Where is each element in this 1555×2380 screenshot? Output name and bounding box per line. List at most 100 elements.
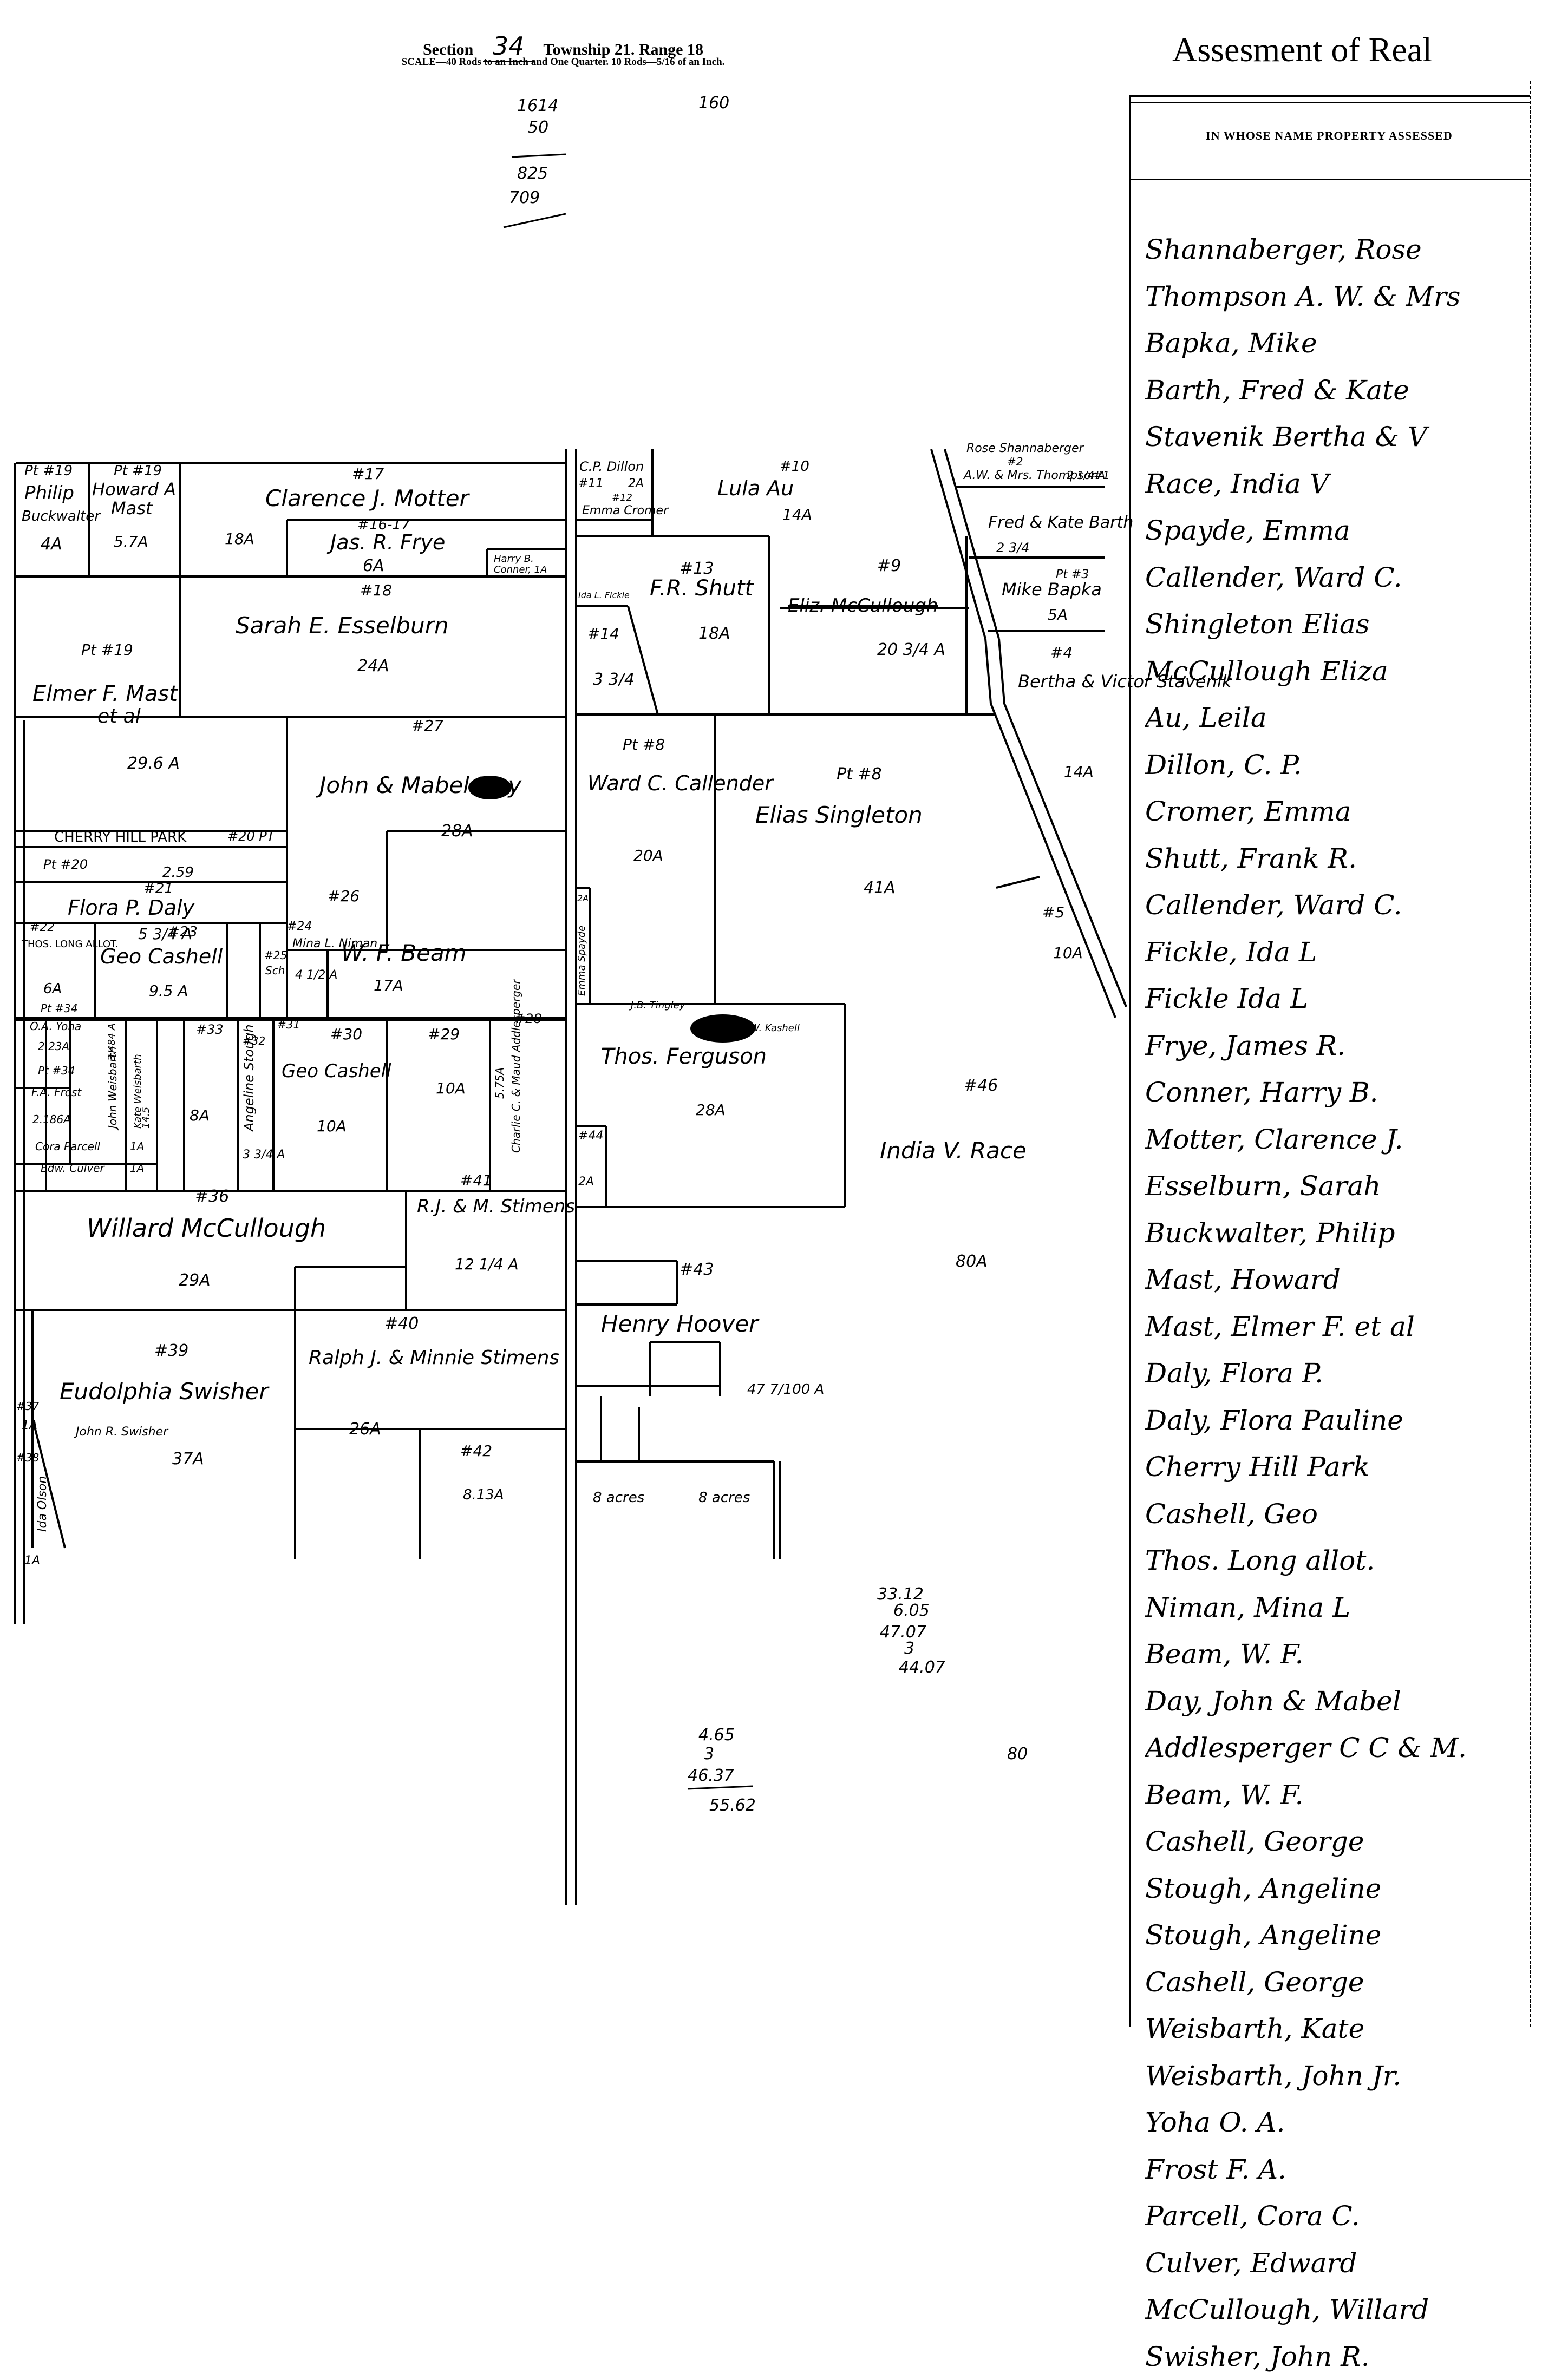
parcel-owner: Geo Cashell <box>282 1060 391 1082</box>
parcel-mike-bapka: Pt #3 Mike Bapka 5A <box>1002 568 1102 624</box>
parcel-howard-mast: Pt #19 Howard A Mast 5.7A <box>92 463 176 550</box>
parcel-fa-frost: Pt #34 F.A. Frost 2.186A <box>31 1064 82 1126</box>
note-5562: 55.62 <box>709 1796 756 1815</box>
parcel-emma-cromer: #12 Emma Cromer <box>582 492 669 517</box>
parcel-area: 29.6 A <box>127 754 180 773</box>
parcel-number: Pt #34 <box>41 1002 77 1015</box>
parcel-area: 17A <box>374 976 403 994</box>
parcel-number: #38 <box>16 1451 39 1464</box>
owner-name: Daly, Flora Pauline <box>1145 1397 1535 1444</box>
parcel-area: 2.186A <box>32 1113 71 1126</box>
parcel-owner: Ralph J. & Minnie Stimens <box>309 1347 559 1369</box>
owner-name: Race, India V <box>1145 461 1535 508</box>
parcel-number: #21 <box>143 881 173 897</box>
parcel-cherry-hill-park: CHERRY HILL PARK #20 PT <box>54 829 276 845</box>
ledger-column-header: IN WHOSE NAME PROPERTY ASSESSED <box>1129 129 1530 143</box>
owner-name: Addlesperger C C & M. <box>1145 1725 1535 1772</box>
owner-name: Mast, Howard <box>1145 1256 1535 1303</box>
ledger-rule <box>1129 95 1530 97</box>
owner-name: Swisher, John R. <box>1145 2333 1535 2380</box>
owner-name: Cashell, George <box>1145 1818 1535 1865</box>
parcel-thompson: #2 A.W. & Mrs. Thompson 2 1/4 A <box>963 455 1105 482</box>
ledger-title: Assesment of Real <box>1172 30 1432 70</box>
parcel-area: 20A <box>633 847 663 864</box>
note-3: 3 <box>704 1745 714 1763</box>
parcel-number: #9 <box>877 556 901 575</box>
parcel-owner: Ida Olson <box>36 1476 49 1532</box>
parcel-kate-weisbarth: Kate Weisbarth 14.5 <box>132 1054 152 1129</box>
parcel-area: 2A <box>578 1175 594 1189</box>
owner-name: Stavenik Bertha & V <box>1145 414 1535 461</box>
owner-name: McCullough, Willard <box>1145 2286 1535 2333</box>
owner-name: Culver, Edward <box>1145 2240 1535 2287</box>
parcel-owner: W. Kashell <box>750 1022 800 1034</box>
parcel-wf-beam-26: #26 W. F. Beam 17A <box>328 887 467 994</box>
parcel-number: #4 <box>1050 644 1073 661</box>
parcel-37: #37 1A <box>16 1400 39 1432</box>
parcel-henry-hoover: #43 Henry Hoover 47 7/100 A <box>601 1260 824 1398</box>
parcel-school: #25 Sch <box>264 949 287 977</box>
parcel-owner: Clarence J. Motter <box>265 485 471 512</box>
parcel-lula-au: #10 Lula Au 14A <box>717 458 812 523</box>
parcel-number: #40 <box>384 1314 419 1333</box>
note-50: 50 <box>528 118 548 137</box>
parcel-owner: Edw. Culver <box>41 1162 105 1175</box>
parcel-number: #1 <box>1094 469 1109 482</box>
parcel-area: 28A <box>441 822 473 841</box>
parcel-owner: Ward C. Callender <box>587 771 774 795</box>
parcel-number: #37 <box>16 1400 39 1413</box>
ledger-rule <box>1129 102 1530 103</box>
parcel-addlesperger: #28 Charlie C. & Maud Addlesperger 5.75A <box>493 979 542 1153</box>
parcel-area: 26A <box>349 1420 381 1439</box>
parcel-emma-spayde: Emma Spayde 2A <box>576 893 589 996</box>
parcel-44: #44 2A <box>578 1129 603 1189</box>
parcel-owner: John R. Swisher <box>74 1425 169 1439</box>
parcel-eudolphia-swisher: #39 Eudolphia Swisher 37A <box>60 1341 270 1468</box>
parcel-area: 4A <box>41 535 62 554</box>
owner-name: Stough, Angeline <box>1145 1912 1535 1959</box>
parcel-number: #20 PT <box>227 829 276 844</box>
parcel-owner: et al <box>97 705 141 727</box>
parcel-cora-parcell: Cora Parcell 1A <box>35 1140 144 1153</box>
parcel-area: 5.7A <box>114 533 148 550</box>
parcel-number: #23 <box>168 924 198 940</box>
parcel-number: #27 <box>411 717 443 735</box>
parcel-8-acres-a: 8 acres <box>593 1490 644 1506</box>
parcel-area: 14A <box>1064 763 1094 781</box>
parcel-number: #30 <box>330 1025 362 1043</box>
note-80: 80 <box>1007 1745 1028 1763</box>
parcel-owner: Sarah E. Esselburn <box>236 612 449 639</box>
note-4707: 47.07 <box>880 1623 926 1642</box>
parcel-owner: Thos. Ferguson <box>601 1044 767 1069</box>
parcel-owner: Rose Shannaberger <box>966 442 1085 455</box>
parcel-owner: Philip <box>24 482 74 504</box>
parcel-jas-frye: #16-17 Jas. R. Frye 6A <box>326 517 445 575</box>
owner-name: Conner, Harry B. <box>1145 1069 1535 1116</box>
parcel-number: #44 <box>578 1129 603 1143</box>
owner-name-list: Shannaberger, Rose Thompson A. W. & Mrs … <box>1145 226 1535 2380</box>
parcel-number: #36 <box>195 1187 229 1206</box>
parcel-area: 10A <box>436 1079 466 1097</box>
parcel-geo-cashell-30: #30 Geo Cashell 10A <box>282 1025 391 1135</box>
owner-name: Shutt, Frank R. <box>1145 835 1535 882</box>
parcel-area: 8.13A <box>463 1487 504 1503</box>
owner-name: Weisbarth, John Jr. <box>1145 2053 1535 2100</box>
parcel-willard-mccullough: #36 Willard McCullough 29A <box>87 1187 326 1290</box>
parcel-ralph-minnie-stimens: #40 Ralph J. & Minnie Stimens 26A <box>309 1314 559 1439</box>
parcel-number: #5 <box>1042 903 1064 921</box>
owner-name: Barth, Fred & Kate <box>1145 367 1535 414</box>
ledger-border <box>1129 95 1131 2027</box>
note-605: 6.05 <box>893 1601 930 1620</box>
parcel-area: 37A <box>172 1450 204 1468</box>
parcel-area: 2A <box>628 477 644 490</box>
owner-name: Cashell, George <box>1145 1959 1535 2006</box>
parcel-number: Pt #20 <box>43 857 88 872</box>
note-465: 4.65 <box>698 1726 735 1745</box>
parcel-owner: Harry B. <box>494 553 534 565</box>
parcel-owner: O.A. Yoha <box>30 1020 81 1033</box>
owner-name: Shannaberger, Rose <box>1145 226 1535 273</box>
parcel-eliz-mccullough: #9 Eliz. McCullough 20 3/4 A <box>780 556 969 659</box>
parcel-42: #42 8.13A <box>460 1442 504 1503</box>
note-1614: 1614 <box>517 96 558 115</box>
parcel-area: 41A <box>864 878 896 897</box>
